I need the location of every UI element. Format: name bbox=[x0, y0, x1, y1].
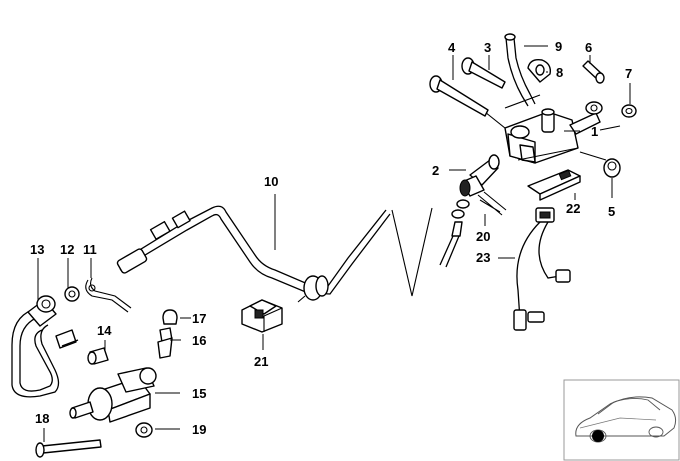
label-15: 15 bbox=[192, 386, 206, 401]
leader-lines bbox=[37, 45, 631, 442]
label-16: 16 bbox=[192, 333, 206, 348]
pipe-continuation-line bbox=[391, 207, 433, 297]
label-1: 1 bbox=[591, 124, 598, 139]
label-18: 18 bbox=[35, 411, 49, 426]
label-23: 23 bbox=[476, 250, 490, 265]
bolt-18[interactable] bbox=[35, 439, 102, 458]
label-20: 20 bbox=[476, 229, 490, 244]
nut-19[interactable] bbox=[135, 422, 153, 438]
car-thumbnail-icon bbox=[563, 379, 680, 461]
label-5: 5 bbox=[608, 204, 615, 219]
bracket-22[interactable] bbox=[527, 169, 581, 201]
clip-seal-20[interactable] bbox=[439, 191, 507, 268]
guide-lines-master bbox=[469, 94, 621, 161]
label-6: 6 bbox=[585, 40, 592, 55]
label-12: 12 bbox=[60, 242, 74, 257]
connector-2[interactable] bbox=[459, 154, 500, 197]
label-21: 21 bbox=[254, 354, 268, 369]
cap-17[interactable] bbox=[162, 309, 178, 325]
hose-9[interactable] bbox=[504, 33, 536, 107]
ring-7[interactable] bbox=[621, 104, 637, 118]
ring-12[interactable] bbox=[64, 286, 80, 302]
switch-23[interactable] bbox=[513, 207, 571, 331]
label-3: 3 bbox=[484, 40, 491, 55]
bleed-screw-14[interactable] bbox=[87, 347, 109, 365]
clutch-pipe-10[interactable] bbox=[116, 205, 391, 303]
locator-dot bbox=[592, 430, 604, 442]
bracket-11[interactable] bbox=[85, 277, 132, 313]
bolt-4[interactable] bbox=[429, 75, 489, 117]
bolt-3[interactable] bbox=[461, 57, 506, 89]
label-13: 13 bbox=[30, 242, 44, 257]
label-7: 7 bbox=[625, 66, 632, 81]
bushing-5[interactable] bbox=[603, 158, 621, 178]
label-4: 4 bbox=[448, 40, 456, 55]
label-9: 9 bbox=[555, 39, 562, 54]
label-19: 19 bbox=[192, 422, 206, 437]
label-10: 10 bbox=[264, 174, 278, 189]
hose-13[interactable] bbox=[11, 295, 79, 398]
label-8: 8 bbox=[556, 65, 563, 80]
mount-21[interactable] bbox=[241, 299, 283, 333]
bleed-valve-16[interactable] bbox=[157, 327, 173, 359]
slave-cylinder-15[interactable] bbox=[69, 367, 157, 423]
label-14: 14 bbox=[97, 323, 112, 338]
cap-8[interactable] bbox=[527, 58, 552, 83]
label-22: 22 bbox=[566, 201, 580, 216]
label-11: 11 bbox=[83, 242, 97, 257]
pin-6[interactable] bbox=[582, 60, 605, 84]
master-cylinder-1[interactable] bbox=[504, 101, 603, 164]
label-2: 2 bbox=[432, 163, 439, 178]
part-labels: 1 2 3 4 5 6 7 8 9 10 11 12 13 14 15 16 1… bbox=[30, 39, 632, 437]
label-17: 17 bbox=[192, 311, 206, 326]
